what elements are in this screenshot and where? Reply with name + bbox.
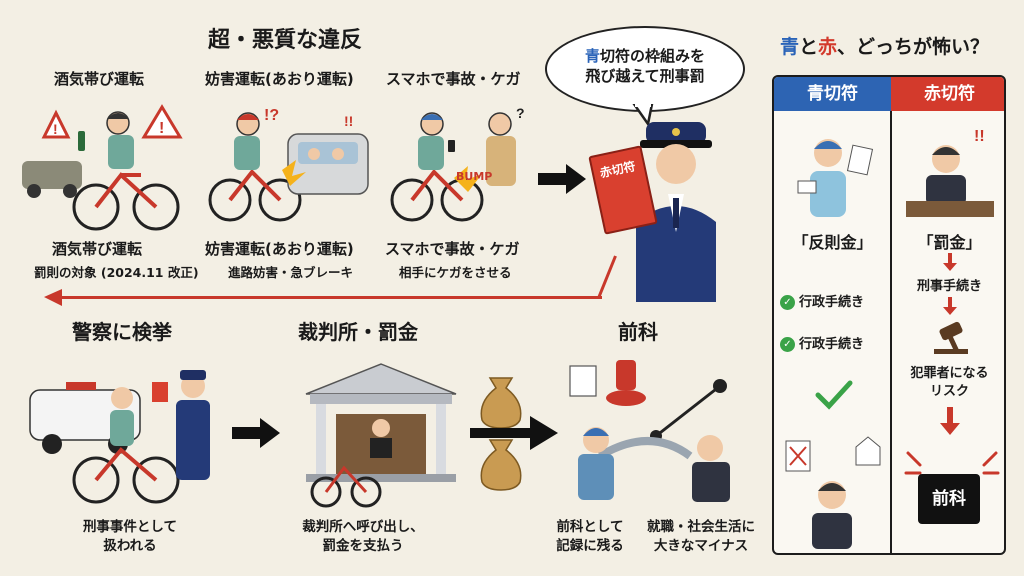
red-ticket-header: 赤切符 xyxy=(891,77,1004,111)
alert-burst-icon xyxy=(904,451,1000,475)
svg-text:?: ? xyxy=(516,105,525,121)
flow-title-record: 前科 xyxy=(618,320,658,344)
bubble-tail xyxy=(632,104,654,126)
red-fine-label: 「罰金」 xyxy=(917,233,982,252)
flow-connector-line xyxy=(62,296,602,299)
svg-text:!!: !! xyxy=(344,113,353,129)
caption-court: 裁判所へ呼び出し、 罰金を支払う xyxy=(302,519,424,554)
caption-drunk-sub: 罰則の対象 (2024.11 改正) xyxy=(34,265,199,280)
money-bag-icon xyxy=(480,377,522,491)
caption-drunk: 酒気帯び運転 xyxy=(52,240,143,258)
flow-title-arrest: 警察に検挙 xyxy=(72,320,172,344)
down-arrow-icon xyxy=(943,253,957,271)
down-arrow-icon xyxy=(940,407,960,435)
gavel-icon xyxy=(934,321,968,354)
red-criminal-procedure: 刑事手続き xyxy=(916,279,982,294)
comparison-title: 青と赤、どっちが怖い？ xyxy=(780,36,990,58)
check-icon: ✓ xyxy=(780,295,795,310)
main-title: 超・悪質な違反 xyxy=(207,28,362,53)
caption-smartphone-sub: 相手にケガをさせる xyxy=(399,265,512,280)
checkmark-icon xyxy=(815,380,853,410)
right-arrow-icon xyxy=(470,416,558,450)
column-heading-smartphone: スマホで事故・ケガ xyxy=(386,70,521,88)
bump-label: BUMP xyxy=(456,170,493,183)
blue-ticket-person-illustration xyxy=(797,139,874,217)
red-ticket-person-illustration: !! xyxy=(906,128,994,217)
criminal-record-badge: 前科 xyxy=(918,474,980,524)
warning-sign-icon: ! xyxy=(41,109,71,139)
arrow-left-icon xyxy=(44,289,62,306)
speech-bubble-text: 青切符の枠組みを 飛び越えて刑事罰 xyxy=(584,47,706,85)
road-rage-illustration: !? !! xyxy=(208,107,369,222)
caption-road-rage-sub: 進路妨害・急ブレーキ xyxy=(228,265,354,280)
arrest-illustration xyxy=(29,370,210,504)
svg-text:!: ! xyxy=(159,120,164,137)
caption-arrest: 刑事事件として 扱われる xyxy=(82,519,178,554)
caption-record-left: 前科として 記録に残る xyxy=(556,519,624,554)
svg-text:!!: !! xyxy=(974,128,985,145)
column-heading-road-rage: 妨害運転(あおり運転) xyxy=(205,70,354,88)
blue-admin-item-2: ✓行政手続き xyxy=(780,333,864,352)
criminal-record-illustration xyxy=(569,360,730,502)
speech-bubble xyxy=(545,26,745,112)
red-criminal-risk: 犯罪者になる リスク xyxy=(910,366,989,399)
caption-road-rage: 妨害運転(あおり運転) xyxy=(205,240,354,258)
blue-admin-item-1: ✓行政手続き xyxy=(780,291,864,310)
drunk-cyclist-illustration: ! ! xyxy=(22,104,183,231)
down-arrow-icon xyxy=(943,297,957,315)
smartphone-accident-illustration: ? xyxy=(390,105,525,222)
caption-smartphone: スマホで事故・ケガ xyxy=(385,240,520,258)
police-officer-illustration xyxy=(636,122,716,302)
right-arrow-icon xyxy=(538,164,586,194)
svg-text:!: ! xyxy=(53,121,58,137)
column-heading-drunk: 酒気帯び運転 xyxy=(54,70,145,88)
warning-sign-icon: ! xyxy=(141,104,183,139)
blue-fine-label: 「反則金」 xyxy=(792,233,873,252)
panel-divider xyxy=(890,111,892,553)
svg-text:!?: !? xyxy=(264,107,279,124)
right-arrow-icon xyxy=(232,418,280,448)
flow-title-court: 裁判所・罰金 xyxy=(298,320,418,344)
caption-record-right: 就職・社会生活に 大きなマイナス xyxy=(647,519,755,554)
courthouse-illustration xyxy=(305,363,457,508)
check-icon: ✓ xyxy=(780,337,795,352)
blue-ticket-header: 青切符 xyxy=(774,77,891,111)
worried-man-illustration xyxy=(785,436,881,549)
